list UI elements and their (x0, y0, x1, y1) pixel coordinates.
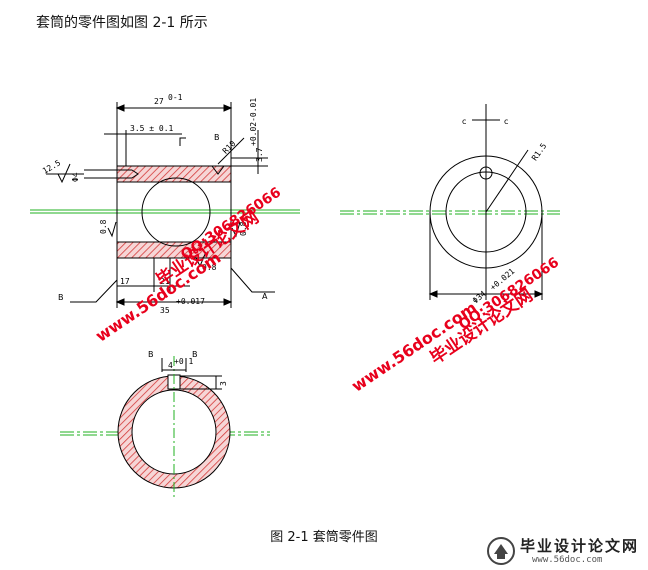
dim-span-17: 17 (120, 277, 130, 286)
section-heading: 套筒的零件图如图 2-1 所示 (36, 15, 208, 31)
dim-depth-3: 3 (219, 381, 228, 386)
section-label-bb-right: B (192, 350, 198, 359)
dim-radius-r10: R10 (221, 139, 238, 156)
dim-total-35: 35 (160, 306, 170, 315)
section-bb-view (117, 356, 231, 500)
dim-rough-125: 12.5 (41, 158, 62, 176)
dim-span-21: 21 (160, 277, 170, 286)
logo-mark-icon (487, 537, 515, 565)
dim-total-35-tol: +0.017 (176, 297, 205, 306)
dim-gap-37: 3.7 (255, 147, 264, 162)
dim-rough-08-bottom: 0.8 (202, 263, 217, 272)
dim-offset-35: 3.5 ± 0.1 (130, 124, 174, 133)
front-section-view (46, 102, 275, 308)
side-view (428, 104, 544, 300)
dim-hole-4: Φ4 (71, 172, 80, 182)
technical-drawing: 27 0-1 3.5 ± 0.1 B R10 3.7 +0.02-0.01 12… (30, 93, 560, 500)
section-label-bb-left: B (148, 350, 154, 359)
dim-slot-4: 4 (168, 361, 173, 370)
top-wall-hatch (116, 165, 232, 183)
section-label-c-right: c (504, 117, 508, 126)
dim-width-27: 27 (154, 97, 164, 106)
section-label-a: A (262, 292, 268, 301)
section-label-c-left: c (462, 117, 466, 126)
dim-gap-37-tol: +0.02-0.01 (249, 98, 258, 146)
dim-slot-4-tol: +0.1 (174, 357, 193, 366)
section-label-b-top: B (214, 133, 220, 142)
figure-caption: 图 2-1 套筒零件图 (270, 530, 378, 545)
site-logo: 毕业设计论文网 www.56doc.com (480, 532, 648, 570)
dim-rough-08-right: 0.8 (239, 221, 248, 236)
dim-width-27-tol: 0-1 (168, 93, 183, 102)
logo-url: www.56doc.com (532, 555, 603, 565)
dim-radius-r15: R1.5 (530, 141, 549, 162)
logo-title: 毕业设计论文网 (520, 537, 640, 555)
dim-rough-08-left: 0.8 (99, 219, 108, 234)
section-label-b-left: B (58, 293, 64, 302)
bottom-wall-hatch (116, 241, 232, 259)
